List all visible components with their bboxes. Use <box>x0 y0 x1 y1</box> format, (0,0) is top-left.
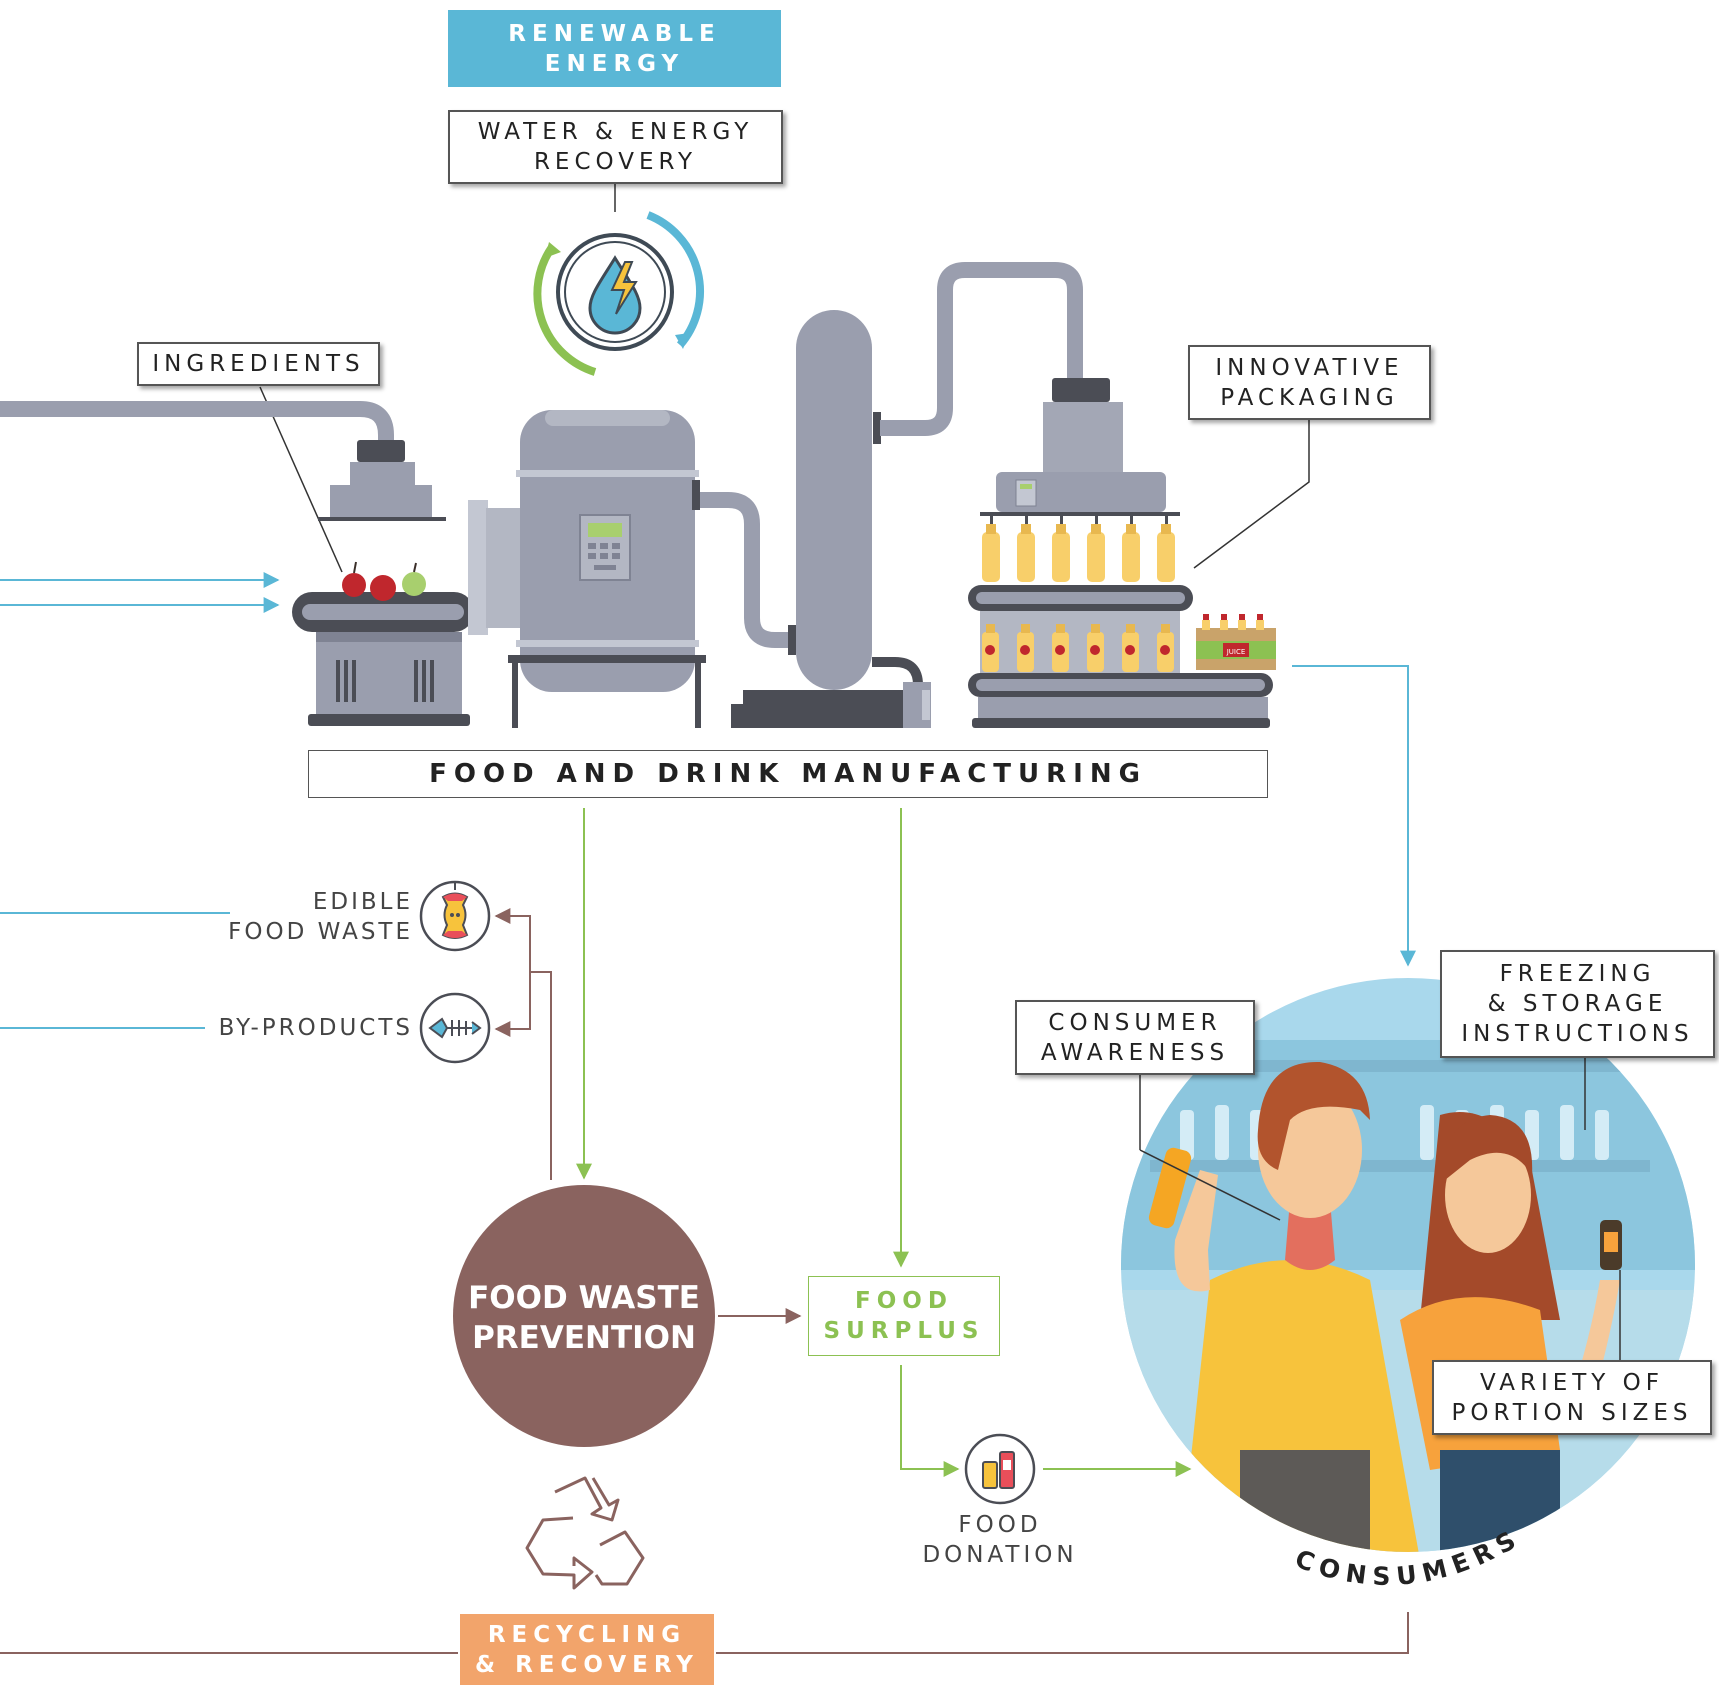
juice-label: JUICE <box>1226 648 1246 656</box>
by-products-label: BY-PRODUCTS <box>218 1015 413 1041</box>
freezing-storage-box: FREEZING & STORAGE INSTRUCTIONS <box>1440 950 1715 1058</box>
recycle-icon <box>525 1476 645 1590</box>
edible-food-waste-label: EDIBLE FOOD WASTE <box>228 889 413 945</box>
surplus-to-donation-arrow <box>900 1365 960 1477</box>
prevention-up-line <box>530 971 552 1180</box>
awareness-leader-line-2 <box>1139 1149 1281 1221</box>
juice-box: JUICE <box>1196 614 1276 670</box>
manufacturing-title: FOOD AND DRINK MANUFACTURING <box>308 750 1268 798</box>
labelled-bottles <box>982 624 1174 672</box>
renewable-energy-banner: RENEWABLE ENERGY <box>448 10 781 87</box>
manufacturing-machinery: JUICE <box>0 262 1276 728</box>
ingredients-box: INGREDIENTS <box>137 342 380 386</box>
food-waste-prevention-circle <box>453 1185 715 1447</box>
food-waste-prevention-text: FOOD WASTE PREVENTION <box>468 1280 700 1356</box>
water-energy-recovery-box: WATER & ENERGY RECOVERY <box>448 110 783 184</box>
innovative-packaging-box: INNOVATIVE PACKAGING <box>1188 345 1431 420</box>
food-donation-icon <box>964 1433 1036 1505</box>
edible-food-waste-icon <box>419 880 491 952</box>
packaging-to-consumers-arrow <box>1292 665 1416 967</box>
to-by-products-arrow <box>494 960 531 1037</box>
portion-sizes-box: VARIETY OF PORTION SIZES <box>1432 1360 1712 1435</box>
ingredients-leader-line <box>259 386 343 573</box>
food-surplus-box: FOOD SURPLUS <box>808 1276 1000 1356</box>
packaging-leader-line <box>1193 420 1310 569</box>
by-products-fish-bone-icon <box>419 992 491 1064</box>
water-energy-icon <box>533 211 705 376</box>
filling-bottles <box>982 516 1175 582</box>
to-edible-waste-arrow <box>494 908 531 1030</box>
consumer-awareness-box: CONSUMER AWARENESS <box>1015 1000 1255 1075</box>
recycling-recovery-banner: RECYCLING & RECOVERY <box>460 1614 714 1685</box>
recycling-right-line <box>716 1612 1409 1654</box>
flow-lines <box>0 184 1416 1654</box>
food-donation-label: FOOD DONATION <box>922 1512 1078 1568</box>
